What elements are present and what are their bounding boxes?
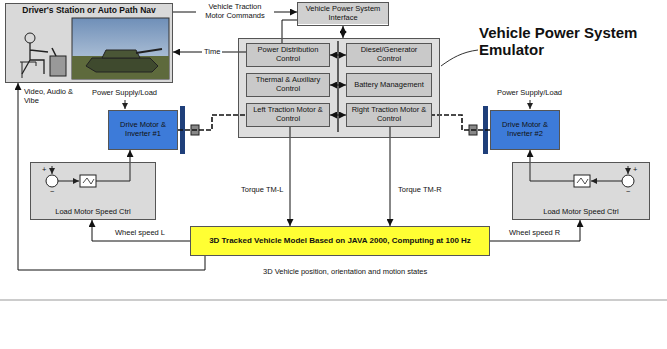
connector-label: Vehicle Traction Motor Commands xyxy=(196,3,274,20)
supply-arrow xyxy=(125,100,126,109)
connector xyxy=(92,220,190,241)
ctrl-fill xyxy=(30,162,156,220)
emulator-fill xyxy=(238,38,440,138)
ctrl-wire xyxy=(591,181,622,182)
process-box: Driver's Station or Auto Path Nav xyxy=(5,3,173,83)
box-label: Load Motor Speed Ctrl xyxy=(513,208,649,217)
connector-label: Time xyxy=(202,48,222,57)
box-label: Driver's Station or Auto Path Nav xyxy=(6,6,172,16)
connector-label: 3D Vehicle position, orientation and mot… xyxy=(261,268,429,277)
box-label: Battery Management xyxy=(347,81,431,90)
model-box: 3D Tracked Vehicle Model Based on JAVA 2… xyxy=(190,226,490,256)
connector xyxy=(330,55,346,56)
connector xyxy=(343,26,344,38)
summing-junction xyxy=(46,175,58,187)
joystick xyxy=(52,48,56,56)
annotation-label: Power Supply/Load xyxy=(92,89,157,98)
scene-ground xyxy=(72,56,169,79)
annotation-label: − xyxy=(50,188,54,197)
process-box: Left Traction Motor & Control xyxy=(246,103,330,127)
ctrl-wire xyxy=(52,166,53,174)
ctrl-wire xyxy=(58,181,79,182)
process-box: Diesel/Generator Control xyxy=(346,43,432,67)
process-box: Battery Management xyxy=(346,73,432,97)
connector-label: Torque TM-R xyxy=(396,186,444,195)
connector xyxy=(130,150,131,162)
connector xyxy=(330,85,346,86)
gain-block xyxy=(574,175,590,187)
box-label: Thermal & Auxiliary Control xyxy=(247,76,329,93)
box-label: Right Traction Motor & Control xyxy=(347,106,431,123)
interface-fill xyxy=(297,2,389,24)
console xyxy=(50,56,66,76)
ctrl-fill xyxy=(512,162,650,220)
process-box: Thermal & Auxiliary Control xyxy=(246,73,330,97)
annotation-label: + xyxy=(633,166,637,175)
signal-label: Video, Audio & Vibe xyxy=(24,88,82,105)
gain-symbol xyxy=(83,178,94,184)
connector-label: Wheel speed L xyxy=(113,229,167,238)
process-box: Load Motor Speed Ctrl xyxy=(30,162,156,220)
box-label: Drive Motor & Inverter #2 xyxy=(491,121,559,138)
box-label: Vehicle Power System Interface xyxy=(298,5,388,22)
process-box: Power Distribution Control xyxy=(246,43,330,67)
box-label: 3D Tracked Vehicle Model Based on JAVA 2… xyxy=(191,236,489,245)
gain-symbol xyxy=(577,178,588,184)
emulator-group: Vehicle Power System EmulatorPower Distr… xyxy=(238,38,440,138)
connector xyxy=(490,220,580,241)
connector xyxy=(432,115,490,130)
driver-seat xyxy=(20,62,36,78)
annotation-label: Power Supply/Load xyxy=(497,89,562,98)
connector xyxy=(290,127,291,226)
summing-junction xyxy=(622,175,634,187)
box-label: Left Traction Motor & Control xyxy=(247,106,329,123)
connector xyxy=(390,127,391,226)
connector xyxy=(330,115,346,116)
annotation-label: + xyxy=(42,166,46,175)
tank-gun xyxy=(136,49,162,53)
box-label: Load Motor Speed Ctrl xyxy=(31,208,155,217)
ctrl-wire xyxy=(628,166,629,174)
supply-arrow xyxy=(530,100,531,109)
group-title: Vehicle Power System Emulator xyxy=(479,25,649,58)
driver-figure xyxy=(22,43,48,74)
annotation-label: − xyxy=(626,188,630,197)
box-label: Power Distribution Control xyxy=(247,46,329,63)
tank-turret xyxy=(102,50,140,58)
process-box: Right Traction Motor & Control xyxy=(346,103,432,127)
connector-label: Torque TM-L xyxy=(239,186,285,195)
ctrl-wire xyxy=(530,163,574,181)
ctrl-wire xyxy=(96,163,130,181)
station-fill xyxy=(5,3,173,83)
connector xyxy=(18,83,205,270)
connector xyxy=(530,150,531,162)
gain-block xyxy=(80,175,96,187)
box-label: Diesel/Generator Control xyxy=(347,46,431,63)
connector-label: Wheel speed R xyxy=(507,229,562,238)
title-leader xyxy=(441,50,478,66)
separator-rule xyxy=(0,300,667,301)
process-box: Drive Motor & Inverter #2 xyxy=(490,110,560,150)
driver-head xyxy=(25,33,35,43)
process-box: Vehicle Power System Interface xyxy=(297,2,389,26)
tank-hull xyxy=(86,58,158,72)
scene-screen xyxy=(72,18,169,79)
box-label: Drive Motor & Inverter #1 xyxy=(109,121,177,138)
connector xyxy=(178,115,246,130)
process-box: Drive Motor & Inverter #1 xyxy=(108,110,178,150)
